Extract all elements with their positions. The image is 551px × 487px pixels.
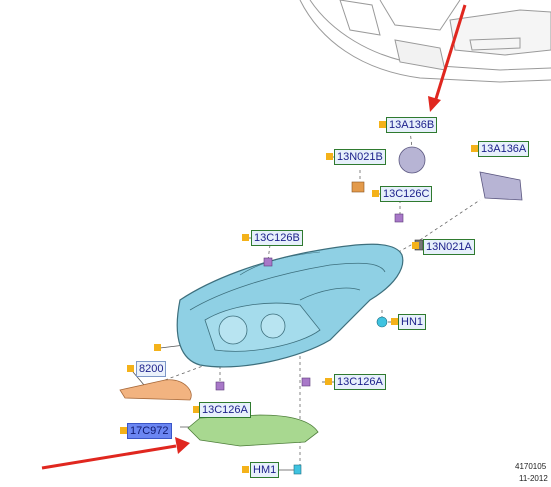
marker-13A136A [471,145,478,152]
clip-part-13C126A-right [301,377,311,387]
marker-17C972 [120,427,127,434]
red-arrows [41,4,467,470]
marker-13C126A-right [325,378,332,385]
marker-13A136B [379,121,386,128]
label-13C126B: 13C126B [251,230,303,246]
bulb-part-13N021B [351,181,365,193]
screw-part-HM1 [293,464,302,475]
cap-part-13A136A [479,171,523,201]
label-13C126A-left: 13C126A [199,402,251,418]
marker-8200 [127,365,134,372]
clip-part-13C126A-left [215,381,225,391]
label-17C972: 17C972 [127,423,172,439]
clip-part-13C126B [263,257,273,267]
marker-13C126C [372,190,379,197]
marker-13N021A [412,242,419,249]
marker-hn1 [391,318,398,325]
label-8200: 8200 [136,361,167,377]
vehicle-front-outline [299,0,551,83]
label-13C126A-right: 13C126A [334,374,386,390]
cap-part-13A136B [398,146,426,174]
label-13C126C: 13C126C [380,186,433,202]
lower-bracket-part [187,414,319,447]
drawing-date: 11-2012 [519,474,548,483]
marker-headlamp [154,344,161,351]
marker-13C126B [242,234,249,241]
label-hm1: HM1 [250,462,280,478]
leader-lines [164,129,481,465]
label-13A136B: 13A136B [386,117,438,133]
drawing-number: 4170105 [515,462,547,471]
marker-13N021B [326,153,333,160]
label-13N021B: 13N021B [334,149,386,165]
label-13A136A: 13A136A [478,141,530,157]
headlamp-assembly [176,243,404,368]
clip-part-13C126C [394,213,404,223]
marker-hm1 [242,466,249,473]
label-hn1: HN1 [398,314,427,330]
reflector-part [119,379,192,401]
label-13N021A: 13N021A [423,239,475,255]
screw-part-HN1 [376,316,388,328]
marker-13C126A-left [193,406,200,413]
